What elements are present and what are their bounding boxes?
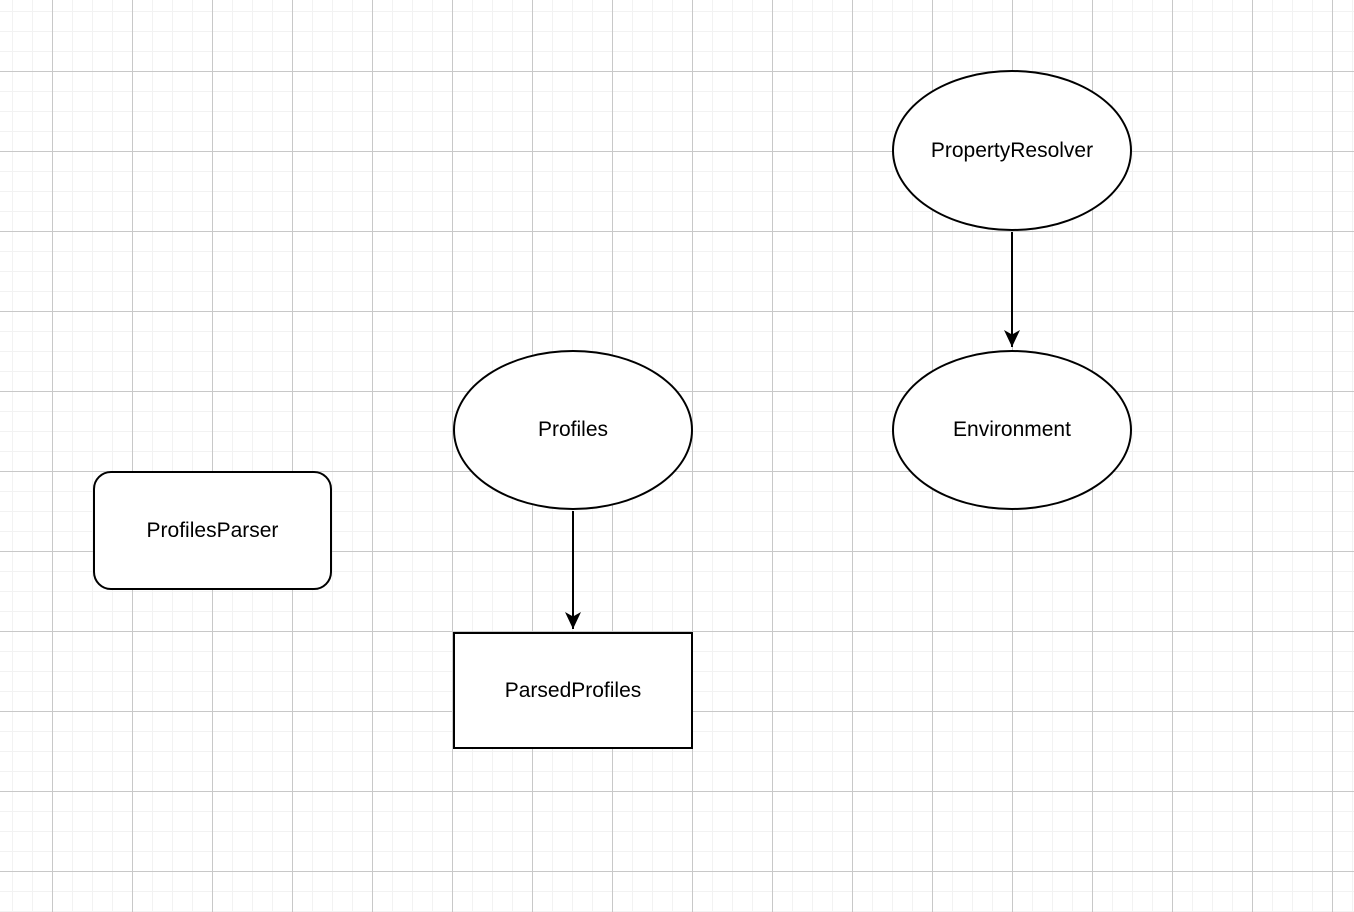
node-property-resolver[interactable]: PropertyResolver: [892, 70, 1132, 231]
node-property-resolver-label: PropertyResolver: [930, 138, 1094, 162]
node-parsed-profiles[interactable]: ParsedProfiles: [453, 632, 693, 749]
node-profiles[interactable]: Profiles: [453, 350, 693, 510]
node-profiles-parser-label: ProfilesParser: [146, 518, 279, 542]
node-environment[interactable]: Environment: [892, 350, 1132, 510]
node-parsed-profiles-label: ParsedProfiles: [504, 678, 642, 702]
node-environment-label: Environment: [953, 418, 1071, 442]
node-profiles-parser[interactable]: ProfilesParser: [93, 471, 332, 590]
node-profiles-label: Profiles: [537, 418, 609, 442]
